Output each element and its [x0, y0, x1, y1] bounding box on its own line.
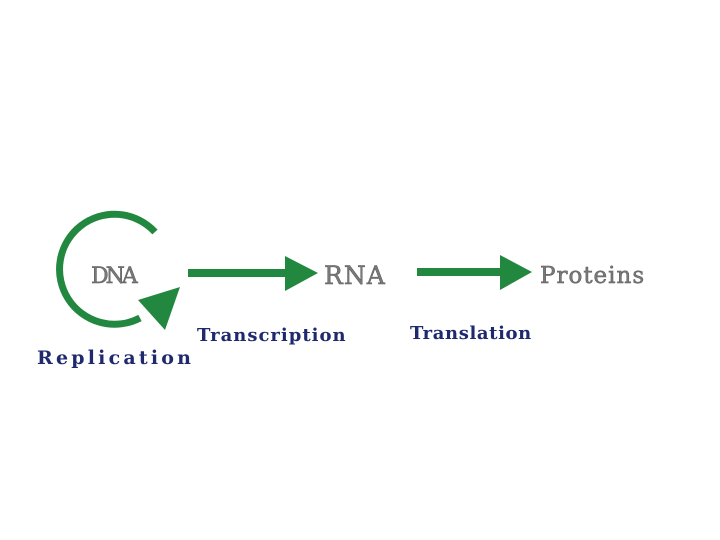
translation-label: Translation — [410, 323, 532, 344]
transcription-label: Transcription — [197, 325, 347, 346]
replication-arc-arrow — [56, 210, 158, 328]
rna-label: RNA — [324, 261, 386, 290]
transcription-arrowhead — [285, 256, 318, 291]
dna-label: DNA — [91, 264, 139, 289]
replication-arrowhead — [138, 287, 180, 330]
transcription-arrow-shaft — [188, 269, 288, 277]
proteins-label: Proteins — [540, 263, 645, 289]
replication-label: Replication — [37, 347, 194, 369]
translation-arrow-shaft — [417, 268, 503, 276]
translation-arrowhead — [500, 255, 532, 290]
